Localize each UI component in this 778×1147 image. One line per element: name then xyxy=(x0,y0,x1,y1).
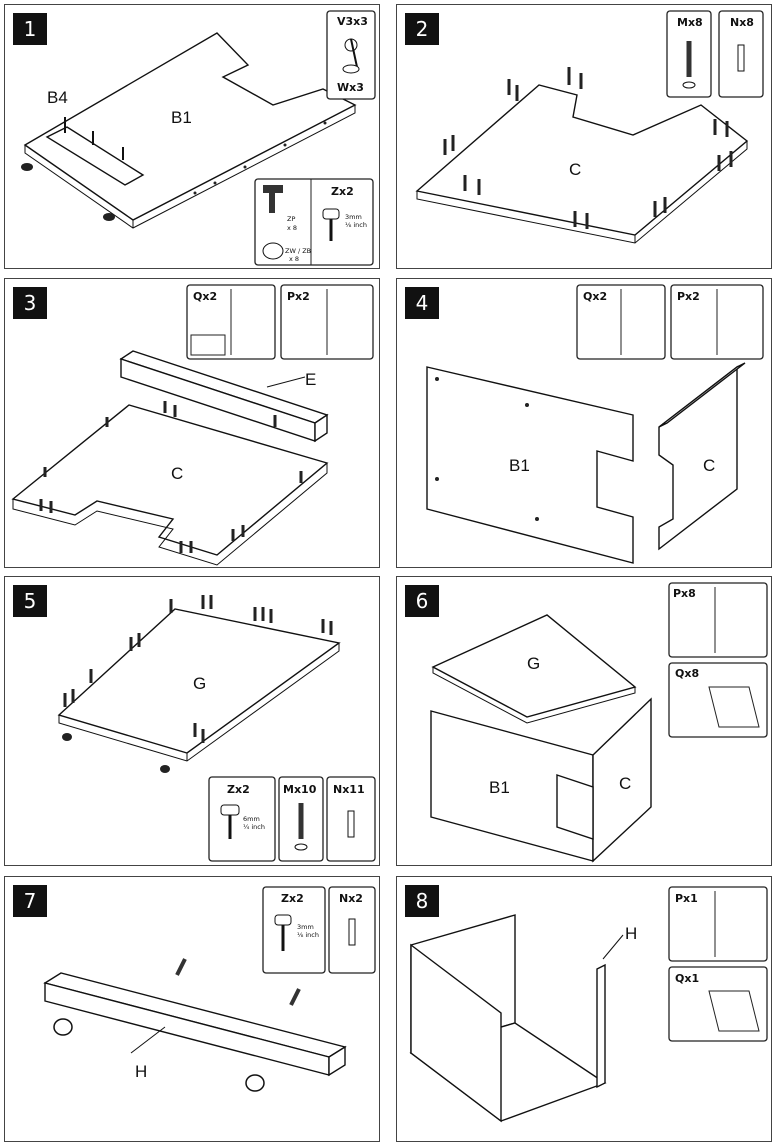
step-1-note-zw: ZW / ZB xyxy=(285,247,311,255)
step-6-panel: 6 G B1 C Px8 Qx8 xyxy=(396,576,772,866)
step-3-number: 3 xyxy=(13,287,47,319)
step-8-inset-label-p: Px1 xyxy=(675,892,698,905)
step-7-inset-label-z: Zx2 xyxy=(281,892,304,905)
step-7-part-h: H xyxy=(135,1062,147,1081)
step-6-inset-p xyxy=(668,582,768,658)
step-1-note-x8a: x 8 xyxy=(287,224,297,232)
step-4-panel: 4 B1 C Qx2 Px2 xyxy=(396,278,772,568)
step-5-inset-label-z: Zx2 xyxy=(227,783,250,796)
step-8-inset-p xyxy=(668,886,768,962)
step-8-part-h: H xyxy=(625,924,637,943)
step-8-panel: 8 H Px1 Qx1 xyxy=(396,876,772,1142)
step-1-number: 1 xyxy=(13,13,47,45)
step-7-number: 7 xyxy=(13,885,47,917)
step-2-illustration: C Mx8 Nx8 xyxy=(415,10,764,244)
step-1-part-b4: B4 xyxy=(47,88,68,107)
step-6-part-c: C xyxy=(619,774,631,793)
step-6-inset-label-p: Px8 xyxy=(673,587,696,600)
step-6-part-b1: B1 xyxy=(489,778,510,797)
step-1-inset-label-w: Wx3 xyxy=(337,81,364,94)
step-3-inset-label-q: Qx2 xyxy=(193,290,217,303)
step-5-part-g: G xyxy=(193,674,206,693)
step-1-panel: 1 B1 B4 V3x3 Wx3 Zx2 ZP x 8 ZW / ZB x 8 … xyxy=(4,4,380,269)
step-1-note-3mm: 3mm xyxy=(345,213,362,221)
step-1-note-x8b: x 8 xyxy=(289,255,299,263)
step-3-part-c: C xyxy=(171,464,183,483)
step-2-inset-label-n: Nx8 xyxy=(730,16,754,29)
step-4-part-b1: B1 xyxy=(509,456,530,475)
step-2-inset-label-m: Mx8 xyxy=(677,16,703,29)
board-c xyxy=(415,84,749,236)
step-1-part-b1: B1 xyxy=(171,108,192,127)
step-7-note-3mm: 3mm xyxy=(297,923,314,931)
step-6-inset-label-q: Qx8 xyxy=(675,667,699,680)
step-1-inset-v-w xyxy=(326,10,376,100)
step-5-inset-label-n: Nx11 xyxy=(333,783,365,796)
rail-h xyxy=(43,972,347,1058)
frame-side xyxy=(596,963,606,1089)
step-1-inset-z xyxy=(254,178,374,266)
step-2-part-c: C xyxy=(569,160,581,179)
panel-b1 xyxy=(426,366,634,564)
step-1-inset-label-z: Zx2 xyxy=(331,185,354,198)
step-5-note-6mm: 6mm xyxy=(243,815,260,823)
step-7-inset-label-n: Nx2 xyxy=(339,892,363,905)
step-7-note-inch: ¹⁄₈ inch xyxy=(297,931,319,939)
frame-left xyxy=(410,943,502,1123)
board-c xyxy=(11,404,329,556)
step-5-note-inch: ¼ inch xyxy=(243,823,265,831)
step-8-number: 8 xyxy=(405,885,439,917)
step-2-number: 2 xyxy=(405,13,439,45)
step-1-inset-label-v: V3x3 xyxy=(337,15,368,28)
panel-c xyxy=(658,365,738,551)
step-7-inset-z xyxy=(262,886,326,974)
step-1-note-inch: ¹⁄₈ inch xyxy=(345,221,367,229)
step-3-inset-label-p: Px2 xyxy=(287,290,310,303)
step-5-panel: 5 G Zx2 6mm ¼ inch Mx10 Nx11 xyxy=(4,576,380,866)
step-8-illustration: H Px1 Qx1 xyxy=(409,886,768,1123)
step-3-part-e: E xyxy=(305,370,316,389)
step-2-panel: 2 C Mx8 Nx8 xyxy=(396,4,772,269)
step-5-inset-label-m: Mx10 xyxy=(283,783,317,796)
step-1-note-zp: ZP xyxy=(287,215,295,223)
step-7-panel: 7 H Zx2 3mm ¹⁄₈ inch Nx2 xyxy=(4,876,380,1142)
step-6-illustration: G B1 C Px8 Qx8 xyxy=(430,582,768,863)
step-4-part-c: C xyxy=(703,456,715,475)
step-5-illustration: G Zx2 6mm ¼ inch Mx10 Nx11 xyxy=(57,595,376,862)
step-7-illustration: H Zx2 3mm ¹⁄₈ inch Nx2 xyxy=(43,886,376,1092)
step-4-number: 4 xyxy=(405,287,439,319)
step-4-inset-label-q: Qx2 xyxy=(583,290,607,303)
step-3-illustration: E C Qx2 Px2 xyxy=(11,284,374,566)
step-3-panel: 3 E C Qx2 Px2 xyxy=(4,278,380,568)
board-b4 xyxy=(45,126,145,186)
step-5-number: 5 xyxy=(13,585,47,617)
step-5-inset-z xyxy=(208,776,276,862)
step-1-illustration: B1 B4 V3x3 Wx3 Zx2 ZP x 8 ZW / ZB x 8 3m… xyxy=(21,10,376,266)
step-4-illustration: B1 C Qx2 Px2 xyxy=(426,284,764,564)
step-4-inset-label-p: Px2 xyxy=(677,290,700,303)
step-8-inset-label-q: Qx1 xyxy=(675,972,699,985)
step-6-part-g: G xyxy=(527,654,540,673)
step-6-number: 6 xyxy=(405,585,439,617)
